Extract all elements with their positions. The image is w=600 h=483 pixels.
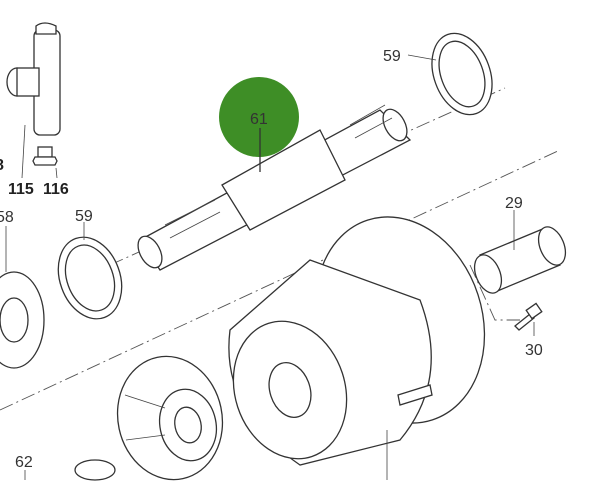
label-58: 58 [0,209,14,226]
disc-part [116,355,224,481]
valve-body-part-115 [6,22,61,136]
leader-116 [55,167,58,179]
ring-part-59-left [57,236,123,320]
label-59-top: 59 [383,48,401,65]
label-115: 115 [8,181,34,198]
bearing-part-62 [74,459,116,481]
flange-part-58 [0,271,45,369]
leader-115 [21,124,26,179]
axis-pin [469,264,520,321]
sleeve-part-29 [473,226,567,294]
label-8-partial: 8 [0,157,4,174]
leader-59-top [407,54,437,61]
center-axis-lower [0,149,561,411]
label-59-left: 59 [75,208,93,225]
plug-part-116 [32,146,58,166]
label-62: 62 [15,454,33,471]
ring-part-59-top [431,32,493,116]
label-30: 30 [525,342,543,359]
label-61: 61 [250,111,268,128]
shaft-part-61 [137,104,412,271]
label-116: 116 [43,181,69,198]
screw-part-30 [514,302,543,331]
highlight-marker-61 [219,77,299,157]
label-29: 29 [505,195,523,212]
housing [228,216,486,466]
